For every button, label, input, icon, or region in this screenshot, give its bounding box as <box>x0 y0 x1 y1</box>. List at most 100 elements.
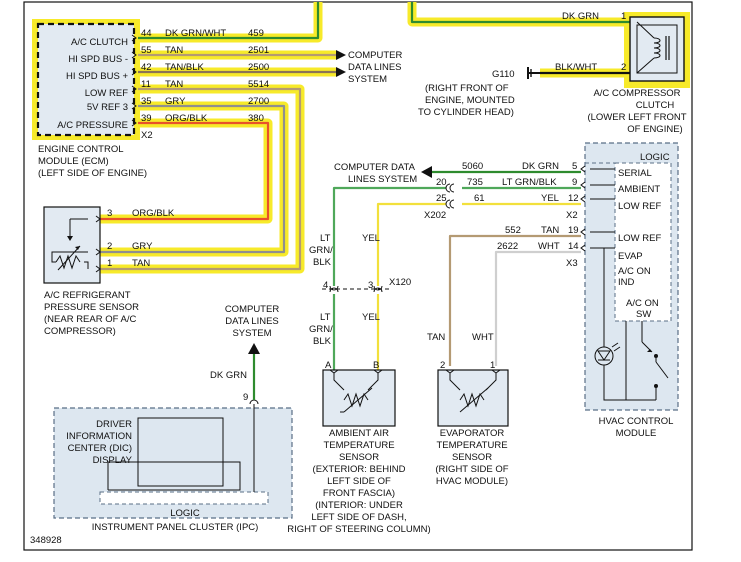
compressor-caption-1: A/C COMPRESSOR <box>593 88 680 99</box>
hvac-ac-on-ind-2: IND <box>618 277 635 288</box>
evap-pin-left: 2 <box>440 360 445 371</box>
ecm-wire-color-5: GRY <box>165 96 186 107</box>
ground-caption-2: ENGINE, MOUNTED <box>425 95 515 106</box>
ground-id: G110 <box>492 69 515 80</box>
ground-symbol <box>527 67 540 79</box>
evap-caption-2: TEMPERATURE <box>436 440 507 451</box>
hvac-connector-x3: X3 <box>566 258 578 269</box>
pressure-sensor-resistor <box>55 254 81 270</box>
evap-sensor-thermistor <box>459 392 485 408</box>
ecm-connector-terminals <box>131 34 137 127</box>
ambient-lower-right: YEL <box>362 312 380 323</box>
ecm-wire-color-6: ORG/BLK <box>165 113 208 124</box>
hvac-lowref1-circuit: 61 <box>474 193 485 204</box>
wire-dk-grn-wht <box>138 2 320 40</box>
ambient-caption-3: SENSOR <box>339 452 379 463</box>
hvac-lowref2-pin: 19 <box>568 225 579 236</box>
pressure-pin-3: 3 <box>107 208 112 219</box>
hvac-ambient-pin-left: 20 <box>436 177 447 188</box>
hvac-evap-color: WHT <box>538 241 560 252</box>
pressure-caption-4: COMPRESSOR) <box>44 326 116 337</box>
ambient-caption-1: AMBIENT AIR <box>329 428 389 439</box>
diagram-frame <box>23 1 693 551</box>
ambient-caption-2: TEMPERATURE <box>323 440 394 451</box>
hvac-evap-label: EVAP <box>618 251 643 262</box>
ecm-caption-3: (LEFT SIDE OF ENGINE) <box>38 168 147 179</box>
evap-left-color: TAN <box>427 332 445 343</box>
ambient-upper-left-2: GRN/ <box>309 245 333 256</box>
ipc-dic-4: DISPLAY <box>93 455 133 466</box>
hvac-lowref1-color: YEL <box>541 193 559 204</box>
ecm-pin-4: 11 <box>141 79 151 90</box>
evap-caption-5: HVAC MODULE) <box>436 476 508 487</box>
ecm-pin-5: 35 <box>141 96 152 107</box>
ground-caption-3: TO CYLINDER HEAD) <box>418 107 514 118</box>
ecm-pin-label-4: LOW REF <box>85 88 128 99</box>
compressor-caption-4: OF ENGINE) <box>627 124 682 135</box>
figure-id: 348928 <box>30 535 62 546</box>
arrow-cdl-ipc <box>248 343 260 354</box>
hvac-serial-pin: 5 <box>572 161 577 172</box>
evap-caption-3: SENSOR <box>452 452 492 463</box>
pressure-wire-1: TAN <box>132 258 150 269</box>
pressure-caption-2: PRESSURE SENSOR <box>44 302 139 313</box>
compressor-pin-top: 1 <box>621 11 626 22</box>
hvac-module <box>580 142 679 411</box>
cdl-top-line1: COMPUTER <box>348 50 403 61</box>
ecm-pin-label-2: HI SPD BUS - <box>68 54 128 65</box>
ecm-pin-label-3: HI SPD BUS + <box>66 71 128 82</box>
hvac-serial-circuit: 5060 <box>462 161 483 172</box>
ecm-wire-color-3: TAN/BLK <box>165 62 205 73</box>
hvac-lowref2-label: LOW REF <box>618 233 661 244</box>
ecm-wire-color-4: TAN <box>165 79 183 90</box>
ground-caption-1: (RIGHT FRONT OF <box>425 83 509 94</box>
ecm-caption-2: MODULE (ECM) <box>38 156 109 167</box>
clutch-coil <box>653 37 661 59</box>
ambient-pin-left: 4 <box>323 280 328 291</box>
ecm-outline <box>36 22 136 137</box>
compressor-clutch <box>410 2 685 82</box>
cdl-top-line3: SYSTEM <box>348 74 387 85</box>
wire-lt-grn-blk-ambient <box>332 186 581 286</box>
ecm-circuit-5: 2700 <box>248 96 269 107</box>
hvac-logic: LOGIC <box>640 152 670 163</box>
ipc-logic: LOGIC <box>170 508 200 519</box>
wire-org-blk-pressure <box>98 121 270 221</box>
ipc-module <box>53 343 293 519</box>
ipc-dic-1: DRIVER <box>96 419 132 430</box>
hvac-lowref2-circuit: 552 <box>505 225 521 236</box>
ambient-pin-right: 3 <box>368 280 373 291</box>
wire-dk-grn-clutch <box>410 2 630 24</box>
evap-caption-1: EVAPORATOR <box>440 428 505 439</box>
wire-tan-low-ref <box>98 87 302 271</box>
wire-tan-low-ref-evap <box>448 234 581 366</box>
pressure-wire-3: ORG/BLK <box>132 208 175 219</box>
hvac-ambient-circuit: 735 <box>467 177 483 188</box>
ecm-pin-2: 55 <box>141 45 152 56</box>
ipc-wire-color: DK GRN <box>210 370 247 381</box>
ecm-pin-1: 44 <box>141 28 152 39</box>
evap-pin-right: 1 <box>490 360 495 371</box>
ambient-lower-left-1: LT <box>320 312 331 323</box>
ecm-circuit-1: 459 <box>248 28 264 39</box>
ecm-pin-6: 39 <box>141 113 152 124</box>
ambient-terminal-b: B <box>373 360 379 371</box>
pressure-pin-2: 2 <box>107 241 112 252</box>
pressure-caption-3: (NEAR REAR OF A/C <box>44 314 137 325</box>
ecm-pin-label-6: A/C PRESSURE <box>57 120 128 131</box>
hvac-caption-2: MODULE <box>616 428 657 439</box>
ecm-circuit-2: 2501 <box>248 45 269 56</box>
ecm-circuit-3: 2500 <box>248 62 269 73</box>
hvac-cdl-line2: LINES SYSTEM <box>348 174 417 185</box>
hvac-cdl-line1: COMPUTER DATA <box>334 162 416 173</box>
wire-wht-evap <box>494 250 581 366</box>
ambient-caption-7: (INTERIOR: UNDER <box>315 500 403 511</box>
compressor-wire-top: DK GRN <box>562 11 599 22</box>
hvac-lowref1-label: LOW REF <box>618 201 661 212</box>
ipc-pin: 9 <box>243 392 248 403</box>
ambient-lower-left-3: BLK <box>313 336 332 347</box>
compressor-caption-2: CLUTCH <box>636 100 675 111</box>
ambient-sensor-thermistor <box>343 392 369 408</box>
ambient-sensor <box>322 285 396 427</box>
